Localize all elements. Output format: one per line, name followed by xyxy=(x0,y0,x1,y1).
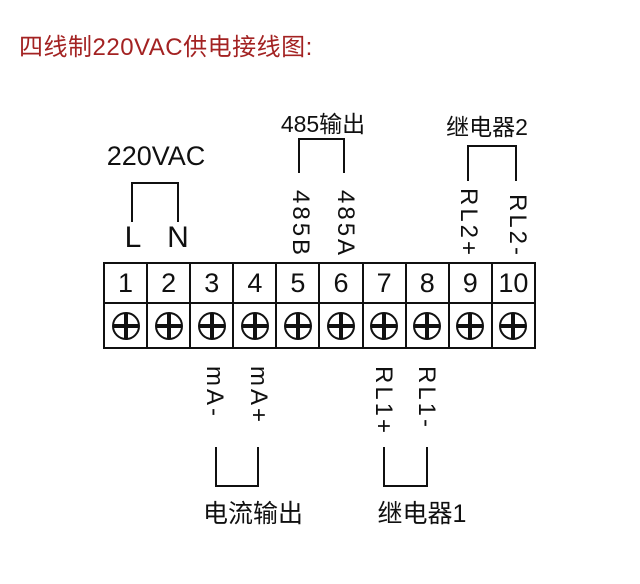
group-label-rs485: 485输出 xyxy=(280,111,366,137)
terminal-number-9: 9 xyxy=(450,264,493,302)
pin-rl2-plus: RL2+ xyxy=(453,172,483,258)
pin-label-l: L xyxy=(124,221,142,254)
terminal-number-7: 7 xyxy=(364,264,407,302)
terminal-cell-7 xyxy=(364,304,407,347)
pin-label-ma-plus: mA+ xyxy=(245,366,272,426)
pin-rl1-plus: RL1+ xyxy=(368,366,398,436)
terminal-cell-2 xyxy=(148,304,192,347)
pin-485a: 485A xyxy=(330,172,360,258)
terminal-cell-6 xyxy=(320,304,364,347)
screw-terminal-icon xyxy=(327,311,356,340)
terminal-number-4: 4 xyxy=(234,264,278,302)
screw-terminal-icon xyxy=(111,311,140,340)
pin-label-rl2-plus: RL2+ xyxy=(455,187,482,258)
relay1-connector-line xyxy=(383,447,428,487)
screw-terminal-icon xyxy=(370,311,399,340)
screw-terminal-icon xyxy=(499,311,528,340)
terminal-screw-row xyxy=(105,304,534,347)
terminal-number-5: 5 xyxy=(277,264,321,302)
screw-terminal-icon xyxy=(197,311,226,340)
pin-rl1-minus: RL1- xyxy=(411,366,441,430)
terminal-block: 1 2 3 4 5 6 7 8 9 10 xyxy=(103,262,536,349)
pin-label-485b: 485B xyxy=(287,189,314,258)
group-label-relay1: 继电器1 xyxy=(377,500,467,528)
group-label-power: 220VAC xyxy=(106,141,206,171)
pin-label-485a: 485A xyxy=(332,189,359,258)
pin-label-ma-minus: mA- xyxy=(201,366,228,419)
screw-terminal-icon xyxy=(283,311,312,340)
current-output-connector-line xyxy=(215,447,259,487)
terminal-cell-9 xyxy=(450,304,493,347)
pin-label-n: N xyxy=(167,221,189,254)
terminal-number-8: 8 xyxy=(407,264,450,302)
terminal-cell-5 xyxy=(277,304,321,347)
terminal-number-10: 10 xyxy=(498,267,529,298)
terminal-number-1: 1 xyxy=(105,264,149,302)
screw-terminal-icon xyxy=(240,311,269,340)
pin-ma-minus: mA- xyxy=(199,366,229,419)
relay2-connector-line xyxy=(467,145,517,181)
pin-label-rl1-plus: RL1+ xyxy=(370,366,397,437)
terminal-cell-3 xyxy=(191,304,235,347)
screw-terminal-icon xyxy=(154,311,183,340)
power-connector-line xyxy=(131,182,179,222)
pin-485b: 485B xyxy=(285,172,315,258)
terminal-number-2: 2 xyxy=(148,264,192,302)
pin-rl2-minus: RL2- xyxy=(502,172,532,258)
rs485-connector-line xyxy=(298,138,345,173)
terminal-cell-8 xyxy=(407,304,450,347)
pin-ma-plus: mA+ xyxy=(243,366,273,425)
terminal-cell-4 xyxy=(234,304,278,347)
terminal-number-6: 6 xyxy=(320,264,364,302)
pin-label-rl2-minus: RL2- xyxy=(504,193,531,258)
terminal-number-3: 3 xyxy=(191,264,235,302)
screw-terminal-icon xyxy=(413,311,442,340)
terminal-number-row: 1 2 3 4 5 6 7 8 9 10 xyxy=(105,264,534,304)
group-label-relay2: 继电器2 xyxy=(446,114,528,140)
pin-label-rl1-minus: RL1- xyxy=(413,366,440,431)
page-title: 四线制220VAC供电接线图: xyxy=(19,34,313,61)
terminal-cell-10 xyxy=(493,304,534,347)
terminal-cell-1 xyxy=(105,304,149,347)
group-label-current-output: 电流输出 xyxy=(202,500,304,528)
screw-terminal-icon xyxy=(456,311,485,340)
